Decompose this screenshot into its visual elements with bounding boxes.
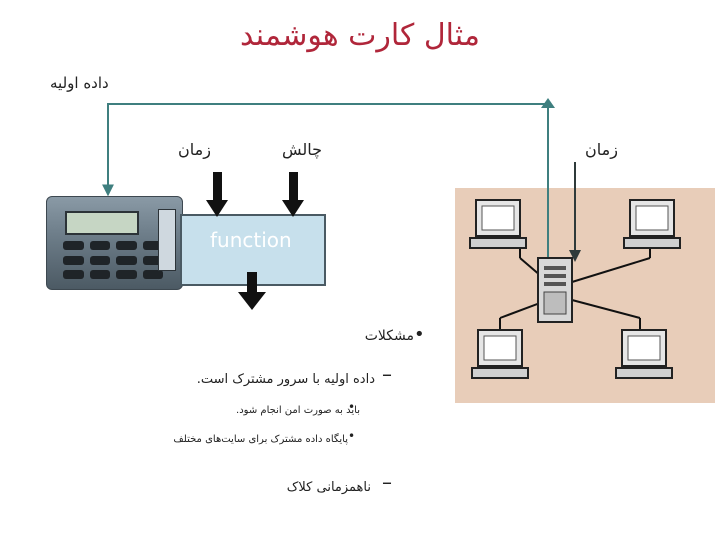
bullet-problems: مشکلات <box>364 328 414 344</box>
token-screen <box>65 211 139 235</box>
connector-arrowhead-server <box>541 98 555 108</box>
slide-title: مثال کارت هوشمند <box>240 18 480 53</box>
workstation-top-right <box>623 199 681 249</box>
bullet-mark-problems: • <box>414 324 425 345</box>
token-side-buttons <box>158 209 176 271</box>
bullet-mark-secure: • <box>348 400 356 414</box>
server-tower <box>537 257 573 323</box>
challenge-label: چالش <box>282 140 323 159</box>
token-keypad <box>63 241 163 281</box>
network-links <box>499 240 651 342</box>
workstation-bottom-left <box>471 329 529 379</box>
bullet-mark-desync: – <box>382 470 392 494</box>
time-arrow-server <box>569 162 581 262</box>
workstation-bottom-right <box>615 329 673 379</box>
time-label-right: زمان <box>585 140 618 159</box>
bullet-shared-data: داده اولیه با سرور مشترک است. <box>196 372 375 387</box>
bullet-mark-database: • <box>348 429 356 443</box>
initial-data-label: داده اولیه <box>50 74 109 92</box>
bullet-database: پایگاه داده مشترک برای سایت‌های مختلف <box>173 434 348 445</box>
bullet-clock-desync: ناهمزمانی کلاک <box>286 480 371 495</box>
initial-data-connector <box>102 98 555 262</box>
smart-card-token <box>46 196 183 290</box>
function-label: function <box>210 228 292 252</box>
function-output-arrow <box>238 272 266 310</box>
bullet-mark-shared-data: – <box>382 362 392 386</box>
time-input-arrow <box>206 172 228 217</box>
challenge-input-arrow <box>282 172 304 217</box>
time-label-left: زمان <box>178 140 211 159</box>
bullet-secure: باید به صورت امن انجام شود. <box>236 405 360 416</box>
workstation-top-left <box>469 199 527 249</box>
